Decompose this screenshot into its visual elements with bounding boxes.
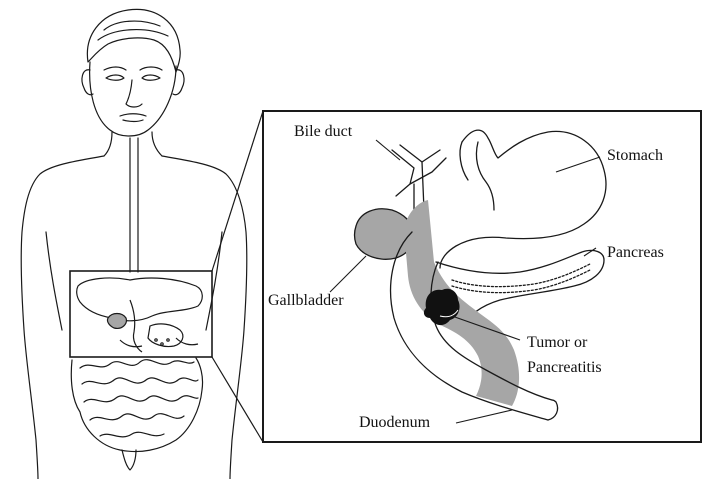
left-eye: [106, 75, 124, 80]
neck: [104, 132, 112, 156]
intestines: [71, 358, 202, 470]
label-tumor-line1: Tumor or: [527, 334, 588, 351]
label-gallbladder: Gallbladder: [268, 292, 344, 309]
hair: [87, 9, 180, 72]
nose: [126, 80, 142, 107]
inset-box: [70, 271, 212, 357]
mini-gallbladder: [107, 314, 126, 329]
body-outline-left: [21, 156, 104, 479]
mouth: [120, 114, 146, 116]
face: [90, 62, 176, 136]
right-eye: [142, 75, 160, 80]
label-bile-duct: Bile duct: [294, 123, 353, 140]
label-pancreas: Pancreas: [607, 244, 664, 261]
mini-liver: [77, 278, 203, 321]
label-stomach: Stomach: [607, 147, 663, 164]
label-tumor-line2: Pancreatitis: [527, 359, 602, 376]
label-duodenum: Duodenum: [359, 414, 431, 431]
human-figure: [21, 9, 247, 479]
body-outline-right: [162, 156, 247, 479]
